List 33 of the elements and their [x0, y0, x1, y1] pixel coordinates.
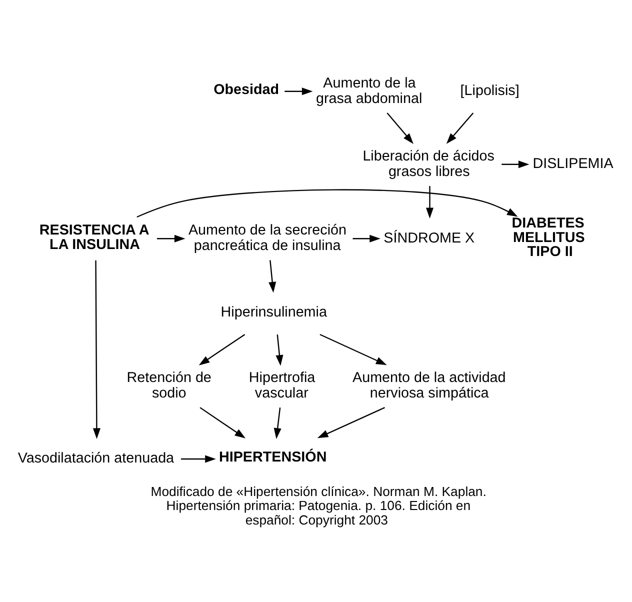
arrow — [180, 454, 216, 462]
arrow — [198, 334, 246, 365]
arrow — [92, 260, 100, 438]
node-text: Vasodilatación atenuada — [18, 450, 174, 466]
arrow — [284, 87, 313, 95]
arrow — [274, 406, 282, 438]
arrow — [352, 234, 380, 242]
arrow — [268, 260, 276, 292]
arrow — [446, 112, 474, 144]
node-text: [Lipolisis] — [460, 82, 520, 99]
node-text: Retención de sodio — [126, 369, 212, 401]
node-text: DIABETES MELLITUS TIPO II — [512, 214, 585, 260]
node-text: Aumento de la secreción pancreática de insulina — [188, 222, 347, 254]
arrow — [156, 234, 186, 242]
arrow — [276, 334, 284, 366]
node-text: Hiperinsulinemia — [220, 304, 327, 320]
arrow — [317, 406, 385, 438]
node-text: RESISTENCIA A LA INSULINA — [39, 222, 150, 252]
node-text: DISLIPEMIA — [532, 156, 614, 172]
node-text: Obesidad — [214, 81, 280, 98]
arrow — [502, 160, 530, 168]
arrow — [426, 185, 434, 218]
arrow — [320, 333, 387, 365]
arrow — [136, 188, 518, 218]
node-text: Liberación de ácidos grasos libres — [362, 148, 494, 180]
node-text: Aumento de la grasa abdominal — [316, 74, 422, 106]
node-text: HIPERTENSIÓN — [219, 448, 327, 465]
arrow — [200, 406, 246, 438]
node-text: Aumento de la actividad nerviosa simpática — [352, 369, 506, 401]
arrow — [386, 112, 414, 144]
node-text: Hipertrofia vascular — [248, 369, 316, 401]
node-text: SÍNDROME X — [384, 230, 475, 246]
caption: Modificado de «Hipertensión clínica». Norman M. Kaplan. Hipertensión primaria: Patogenia. p. 106. Edición en español: Copyright 2003 — [150, 483, 486, 528]
